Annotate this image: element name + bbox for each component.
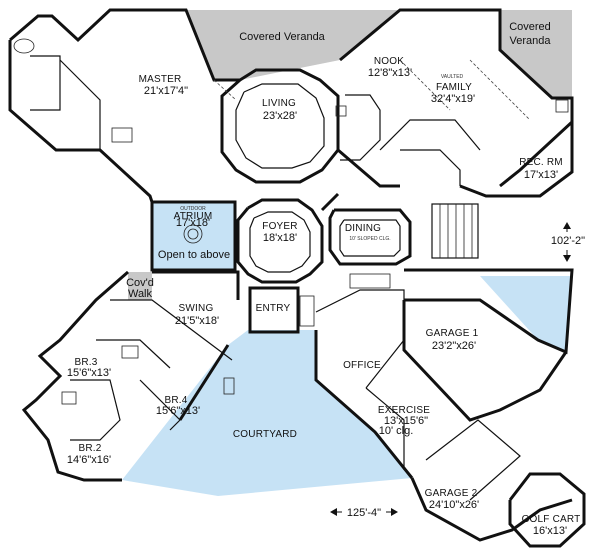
- br4-name: BR.4: [164, 395, 187, 406]
- covered-veranda-2-label-line2: Veranda: [510, 35, 552, 47]
- depth-dimension-label: 102'-2": [551, 235, 585, 247]
- nook-dim: 12'8"x13': [368, 67, 412, 79]
- br2-name: BR.2: [78, 443, 101, 454]
- golf-cart-dim: 16'x13': [533, 525, 567, 537]
- foyer-name: FOYER: [262, 221, 297, 232]
- family-name: FAMILY: [436, 82, 472, 93]
- swing-name: SWING: [179, 303, 214, 314]
- covered-veranda-area: [186, 10, 400, 80]
- dimension-arrow-left-icon: [330, 508, 337, 516]
- atrium-open-label: Open to above: [158, 249, 230, 261]
- dimension-arrow-up-icon: [563, 222, 571, 229]
- atrium-dim: 17'x18': [176, 217, 210, 229]
- rec-rm-dim: 17'x13': [524, 169, 558, 181]
- fixtures: [13, 38, 569, 405]
- exercise-dim: 13'x15'6": [384, 415, 428, 427]
- courtyard-name: COURTYARD: [233, 429, 297, 440]
- exercise-name: EXERCISE: [378, 405, 430, 416]
- atrium-note: OUTDOOR: [180, 206, 206, 212]
- foyer-dim: 18'x18': [263, 232, 297, 244]
- master-name: MASTER: [139, 74, 182, 85]
- depth-dimension: 102'-2": [551, 222, 585, 262]
- courtyard-area: [122, 330, 412, 496]
- dimension-arrow-down-icon: [563, 255, 571, 262]
- width-dimension: 125'-4": [330, 507, 398, 519]
- entry-name: ENTRY: [256, 303, 291, 314]
- rec-rm-name: REC. RM: [519, 157, 563, 168]
- br4-dim: 15'6"x13': [156, 405, 200, 417]
- patio-area: [480, 276, 572, 352]
- nook-name: NOOK: [374, 56, 404, 67]
- swing-dim: 21'5"x18': [175, 315, 219, 327]
- garage-1-dim: 23'2"x26': [432, 340, 476, 352]
- covered-veranda-2-label-line1: Covered: [509, 21, 551, 33]
- width-dimension-label: 125'-4": [347, 507, 381, 519]
- exercise-note: 10' clg.: [379, 425, 414, 437]
- master-dim: 21'x17'4": [144, 85, 188, 97]
- covd-walk-line1: Cov'd: [126, 277, 154, 289]
- br3-name: BR.3: [74, 357, 97, 368]
- dining-note: 10' SLOPED CLG.: [349, 236, 390, 242]
- living-name: LIVING: [262, 98, 296, 109]
- living-dim: 23'x28': [263, 110, 297, 122]
- covd-walk-line2: Walk: [128, 288, 153, 300]
- dining-name: DINING: [345, 223, 381, 234]
- walls: [8, 8, 586, 548]
- atrium-area: [152, 202, 235, 270]
- covd-walk-area: [128, 272, 152, 300]
- covered-veranda-2-area: [500, 10, 572, 98]
- covered-veranda-label: Covered Veranda: [239, 31, 325, 43]
- golf-cart-name: GOLF CART: [522, 514, 581, 525]
- br3-dim: 15'6"x13': [67, 367, 111, 379]
- garage-2-dim: 24'10"x26': [429, 499, 479, 511]
- br2-dim: 14'6"x16': [67, 454, 111, 466]
- office-name: OFFICE: [343, 360, 381, 371]
- atrium-name: ATRIUM: [174, 211, 213, 222]
- garage-2-name: GARAGE 2: [425, 488, 478, 499]
- dimension-arrow-right-icon: [391, 508, 398, 516]
- family-note: VAULTED: [441, 74, 464, 80]
- family-dim: 32'4"x19': [431, 93, 475, 105]
- garage-1-name: GARAGE 1: [426, 328, 479, 339]
